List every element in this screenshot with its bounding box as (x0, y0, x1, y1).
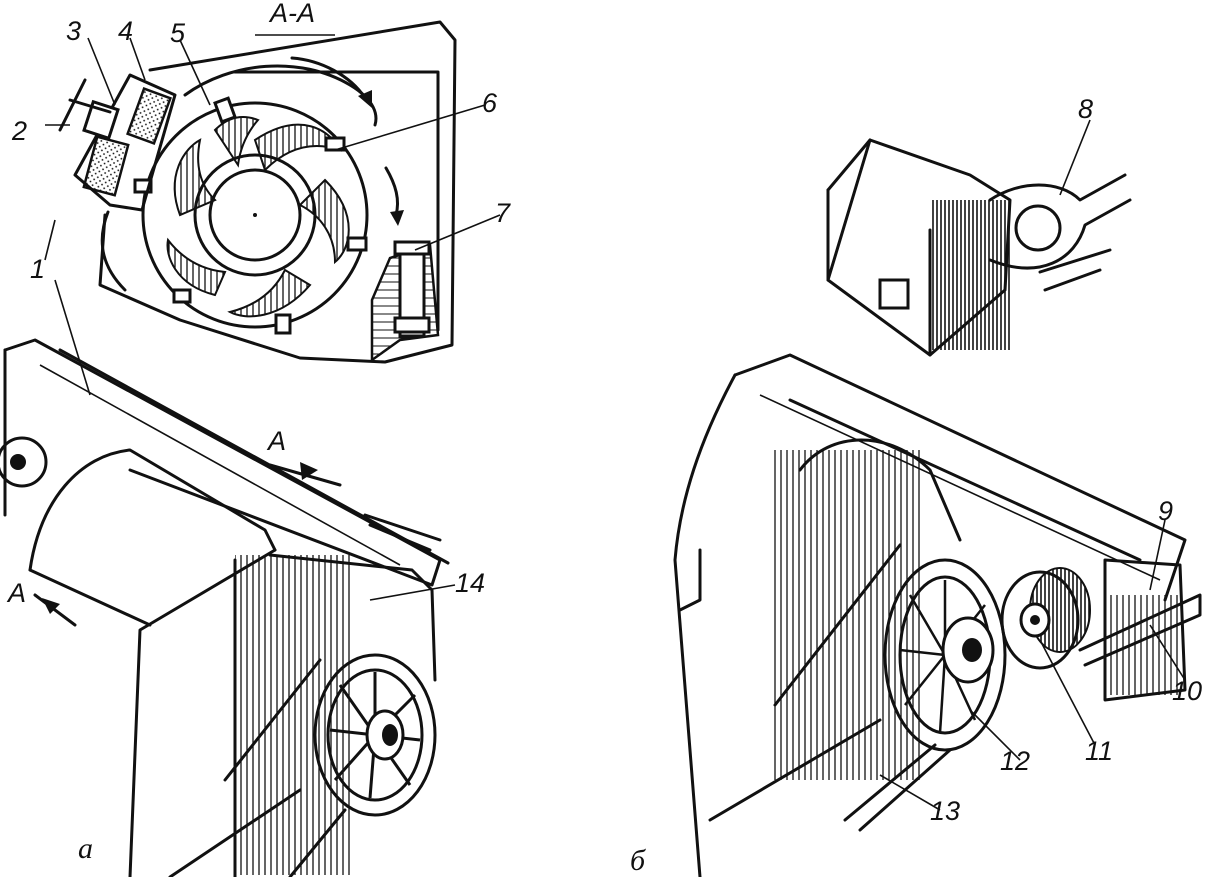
label-5: 5 (170, 18, 186, 48)
label-9: 9 (1158, 496, 1173, 526)
knife-detail (826, 138, 1132, 357)
machine-view-a (0, 338, 450, 877)
label-12: 12 (1000, 746, 1030, 776)
label-13: 13 (930, 796, 960, 826)
label-14: 14 (455, 568, 485, 598)
label-2: 2 (11, 116, 27, 146)
subfigure-b: б (630, 844, 646, 877)
section-view-a-a (58, 20, 457, 364)
machine-view-b (673, 353, 1202, 877)
label-11: 11 (1085, 736, 1113, 766)
section-mark-lower: A (6, 578, 26, 608)
label-8: 8 (1078, 94, 1093, 124)
label-3: 3 (66, 16, 81, 46)
section-title: A-A (268, 0, 315, 28)
label-1: 1 (30, 254, 45, 284)
label-4: 4 (118, 16, 133, 46)
label-6: 6 (482, 88, 498, 118)
leader-lines (44, 34, 1186, 811)
section-mark-upper: A (266, 426, 286, 456)
subfigure-a: а (78, 832, 93, 865)
label-10: 10 (1172, 676, 1202, 706)
label-7: 7 (495, 198, 511, 228)
